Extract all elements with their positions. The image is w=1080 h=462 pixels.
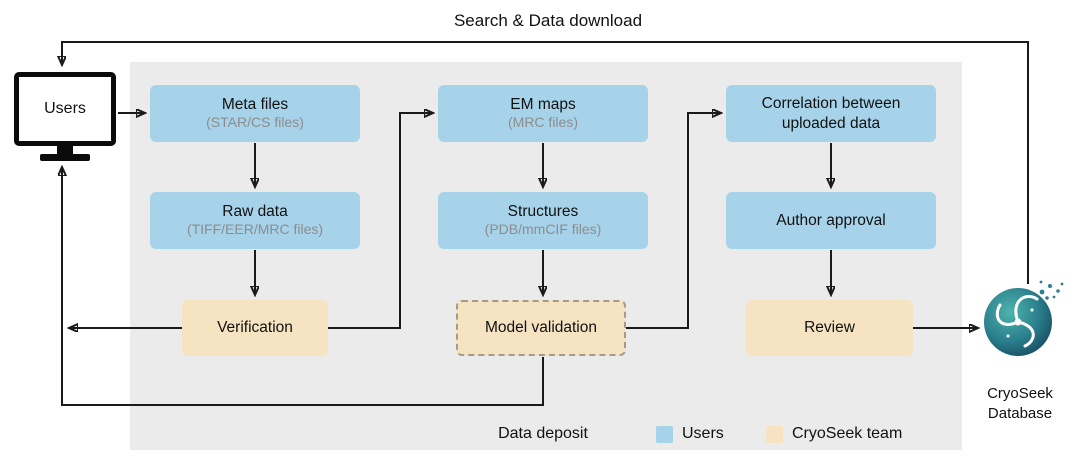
cryoseek-database-icon (980, 278, 1066, 360)
box-title: Raw data (222, 203, 288, 221)
box-title: Meta files (221, 96, 289, 114)
box-subtitle: (TIFF/EER/MRC files) (186, 221, 324, 238)
monitor-screen: Users (14, 72, 116, 146)
box-subtitle: (PDB/mmCIF files) (484, 221, 602, 238)
box-title: EM maps (510, 96, 576, 114)
box-verification: Verification (182, 300, 328, 356)
users-monitor-icon: Users (14, 72, 116, 161)
box-raw-data: Raw data (TIFF/EER/MRC files) (150, 192, 360, 249)
box-em-maps: EM maps (MRC files) (438, 85, 648, 142)
box-structures: Structures (PDB/mmCIF files) (438, 192, 648, 249)
box-subtitle: (MRC files) (508, 114, 578, 131)
box-correlation: Correlation between uploaded data (726, 85, 936, 142)
box-review: Review (746, 300, 913, 356)
monitor-neck (57, 146, 73, 154)
cryoseek-database-label: CryoSeek Database (987, 385, 1053, 423)
legend-team-label: CryoSeek team (792, 425, 903, 442)
box-title: Structures (507, 203, 579, 221)
box-model-validation: Model validation (456, 300, 626, 356)
search-download-label: Search & Data download (453, 11, 643, 30)
box-title: Review (804, 319, 855, 337)
legend-users: Users (656, 425, 724, 443)
users-label: Users (44, 100, 86, 117)
box-meta-files: Meta files (STAR/CS files) (150, 85, 360, 142)
legend-users-swatch (656, 425, 673, 443)
box-title: Verification (217, 319, 293, 337)
legend-users-label: Users (682, 425, 724, 442)
box-title: Author approval (776, 211, 886, 229)
legend-team: CryoSeek team (766, 425, 902, 443)
box-title: Correlation between uploaded data (761, 95, 901, 132)
box-subtitle: (STAR/CS files) (206, 114, 304, 131)
legend-team-swatch (766, 425, 783, 443)
monitor-base (40, 154, 90, 161)
box-author-approval: Author approval (726, 192, 936, 249)
box-title: Model validation (484, 319, 597, 337)
data-deposit-label: Data deposit (498, 425, 588, 442)
